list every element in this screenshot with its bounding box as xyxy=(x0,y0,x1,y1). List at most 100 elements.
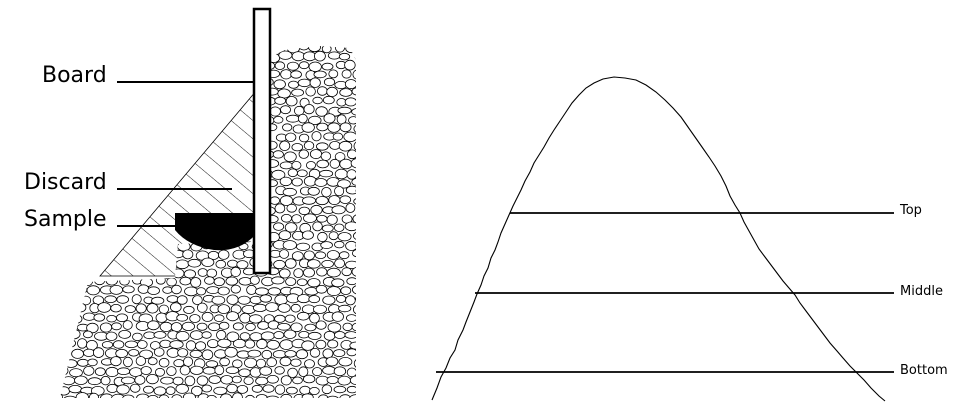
gravel-stone xyxy=(335,186,344,195)
gravel-stone xyxy=(327,287,340,296)
gravel-stone xyxy=(354,124,365,133)
gravel-stone xyxy=(74,286,87,293)
gravel-stone xyxy=(218,339,231,347)
gravel-stone xyxy=(335,259,345,268)
gravel-stone xyxy=(74,251,87,259)
gravel-stone xyxy=(166,117,175,124)
gravel-stone xyxy=(152,63,165,70)
gravel-stone xyxy=(55,198,65,205)
gravel-stone xyxy=(88,378,101,385)
gravel-stone xyxy=(304,104,314,113)
gravel-stone xyxy=(167,296,178,303)
gravel-stone xyxy=(197,376,208,385)
gravel-stone xyxy=(126,106,135,115)
gravel-stone xyxy=(107,42,118,50)
gravel-stone xyxy=(330,159,340,168)
gravel-stone xyxy=(117,368,129,375)
gravel-stone xyxy=(359,314,370,323)
gravel-stone xyxy=(347,150,357,159)
gravel-stone xyxy=(274,223,284,231)
gravel-stone xyxy=(283,241,296,250)
gravel-stone xyxy=(309,62,321,72)
gravel-stone xyxy=(119,99,129,106)
gravel-stone xyxy=(352,286,364,295)
gravel-stone xyxy=(356,295,368,303)
gravel-stone xyxy=(322,63,333,70)
gravel-stone xyxy=(334,332,345,339)
gravel-stone xyxy=(157,113,166,123)
gravel-stone xyxy=(263,385,274,392)
gravel-stone xyxy=(107,133,119,140)
gravel-stone xyxy=(178,349,188,357)
gravel-stone xyxy=(349,117,359,124)
gravel-stone xyxy=(286,115,299,122)
gravel-stone xyxy=(285,351,296,358)
pile-outline xyxy=(432,77,885,401)
gravel-stone xyxy=(207,340,218,348)
gravel-stone xyxy=(172,285,182,294)
gravel-stone xyxy=(212,296,225,304)
gravel-stone xyxy=(202,43,214,52)
gravel-stone xyxy=(274,332,284,339)
gravel-stone xyxy=(71,43,80,52)
gravel-stone xyxy=(134,216,145,223)
gravel-stone xyxy=(189,45,200,52)
gravel-stone xyxy=(190,350,202,357)
gravel-stone xyxy=(219,322,229,329)
gravel-stone xyxy=(244,358,256,368)
gravel-stone xyxy=(130,384,140,392)
gravel-stone xyxy=(178,42,187,52)
gravel-stone xyxy=(292,89,304,96)
gravel-stone xyxy=(126,52,136,59)
gravel-stone xyxy=(313,222,323,231)
gravel-stone xyxy=(133,333,143,341)
gravel-stone xyxy=(137,341,147,349)
gravel-stone xyxy=(120,278,130,285)
gravel-stone xyxy=(228,260,238,267)
gravel-stone xyxy=(286,387,297,394)
gravel-stone xyxy=(339,305,351,312)
gravel-stone xyxy=(69,297,79,304)
gravel-stone xyxy=(57,332,66,341)
gravel-stone xyxy=(310,78,320,88)
gravel-stone xyxy=(338,233,351,241)
gravel-stone xyxy=(340,395,351,402)
gravel-stone xyxy=(346,296,356,305)
gravel-stone xyxy=(256,395,267,402)
gravel-stone xyxy=(52,123,64,132)
gravel-stone xyxy=(166,80,179,87)
gravel-stone xyxy=(183,393,195,401)
gravel-stone xyxy=(352,250,362,257)
gravel-stone xyxy=(82,258,92,267)
gravel-stone xyxy=(354,141,364,151)
gravel-stone xyxy=(167,367,177,376)
gravel-stone xyxy=(100,251,109,259)
gravel-stone xyxy=(302,123,314,133)
gravel-stone xyxy=(101,51,111,59)
gravel-stone xyxy=(130,150,140,158)
gravel-stone xyxy=(275,62,285,70)
gravel-stone xyxy=(183,70,193,78)
gravel-stone xyxy=(191,278,201,288)
gravel-stone xyxy=(287,204,297,212)
gravel-stone xyxy=(327,215,337,224)
gravel-stone xyxy=(311,205,322,214)
gravel-stone xyxy=(180,277,191,285)
gravel-stone xyxy=(286,278,296,286)
gravel-stone xyxy=(314,51,325,61)
gravel-stone xyxy=(63,106,74,113)
gravel-stone xyxy=(309,296,320,303)
gravel-stone xyxy=(59,132,71,140)
gravel-stone xyxy=(50,341,63,349)
gravel-stone xyxy=(65,159,78,167)
gravel-stone xyxy=(328,340,338,348)
gravel-stone xyxy=(307,260,320,269)
gravel-stone xyxy=(161,69,171,79)
gravel-stone xyxy=(177,134,187,141)
gravel-stone xyxy=(315,179,327,187)
gravel-stone xyxy=(137,52,148,59)
gravel-stone xyxy=(322,260,334,267)
gravel-stone xyxy=(358,224,369,232)
gravel-stone xyxy=(125,306,135,313)
sample-label: Sample xyxy=(24,207,107,232)
